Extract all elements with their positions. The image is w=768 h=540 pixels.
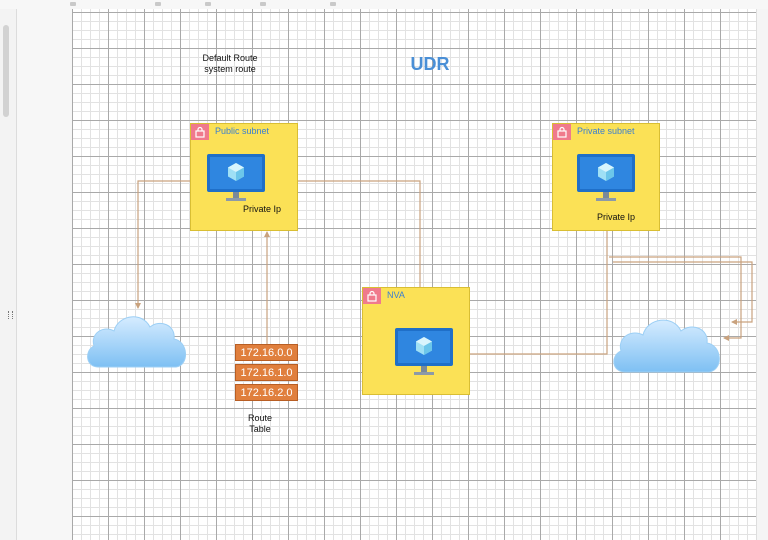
connector-private-to-cloud[interactable] — [609, 256, 742, 341]
toolbar-icon[interactable] — [260, 2, 266, 6]
virtual-machine-icon[interactable] — [207, 154, 265, 204]
private-subnet-label: Private subnet — [577, 126, 635, 136]
lock-icon — [363, 288, 381, 304]
connector-public-to-nva[interactable] — [264, 180, 423, 327]
connector-nva-to-private[interactable] — [468, 222, 608, 355]
lock-icon — [191, 124, 209, 140]
default-route-note[interactable]: Default Route system route — [185, 53, 275, 75]
toolbar-icon[interactable] — [330, 2, 336, 6]
nva-label: NVA — [387, 290, 405, 300]
note-line-2: system route — [204, 64, 256, 74]
canvas-gutter — [17, 9, 72, 540]
route-table-entry[interactable]: 172.16.2.0 — [235, 384, 298, 401]
toolbar-icon[interactable] — [70, 2, 76, 6]
panel-resize-handle[interactable] — [8, 311, 13, 319]
connector-public-to-cloud[interactable] — [135, 180, 206, 309]
diagram-title[interactable]: UDR — [410, 54, 450, 74]
left-panel — [0, 9, 17, 540]
scrollbar-thumb[interactable] — [3, 25, 9, 117]
cloud-icon[interactable] — [84, 305, 190, 375]
public-private-ip-label: Private Ip — [243, 204, 282, 214]
toolbar-icon[interactable] — [205, 2, 211, 6]
public-subnet[interactable]: Public subnet Private Ip — [190, 123, 298, 231]
toolbar-icon[interactable] — [155, 2, 161, 6]
diagram-canvas[interactable] — [72, 9, 756, 540]
public-subnet-label: Public subnet — [215, 126, 270, 136]
lock-icon — [553, 124, 571, 140]
route-table-label-line-2: Table — [249, 424, 271, 434]
nva-subnet[interactable]: NVA — [362, 287, 470, 395]
connector-private-to-cloud-2[interactable] — [613, 261, 753, 325]
route-table-label[interactable]: Route Table — [230, 413, 290, 435]
route-table-label-line-1: Route — [247, 413, 273, 423]
route-table-entry[interactable]: 172.16.0.0 — [235, 344, 298, 361]
virtual-machine-icon[interactable] — [395, 328, 453, 378]
private-subnet[interactable]: Private subnet Private Ip — [552, 123, 660, 231]
cloud-icon[interactable] — [610, 308, 724, 380]
route-table-entry[interactable]: 172.16.1.0 — [235, 364, 298, 381]
virtual-machine-icon[interactable] — [577, 154, 635, 204]
private-private-ip-label: Private Ip — [597, 212, 636, 222]
vertical-scrollbar[interactable] — [756, 9, 768, 540]
note-line-1: Default Route — [202, 53, 258, 63]
